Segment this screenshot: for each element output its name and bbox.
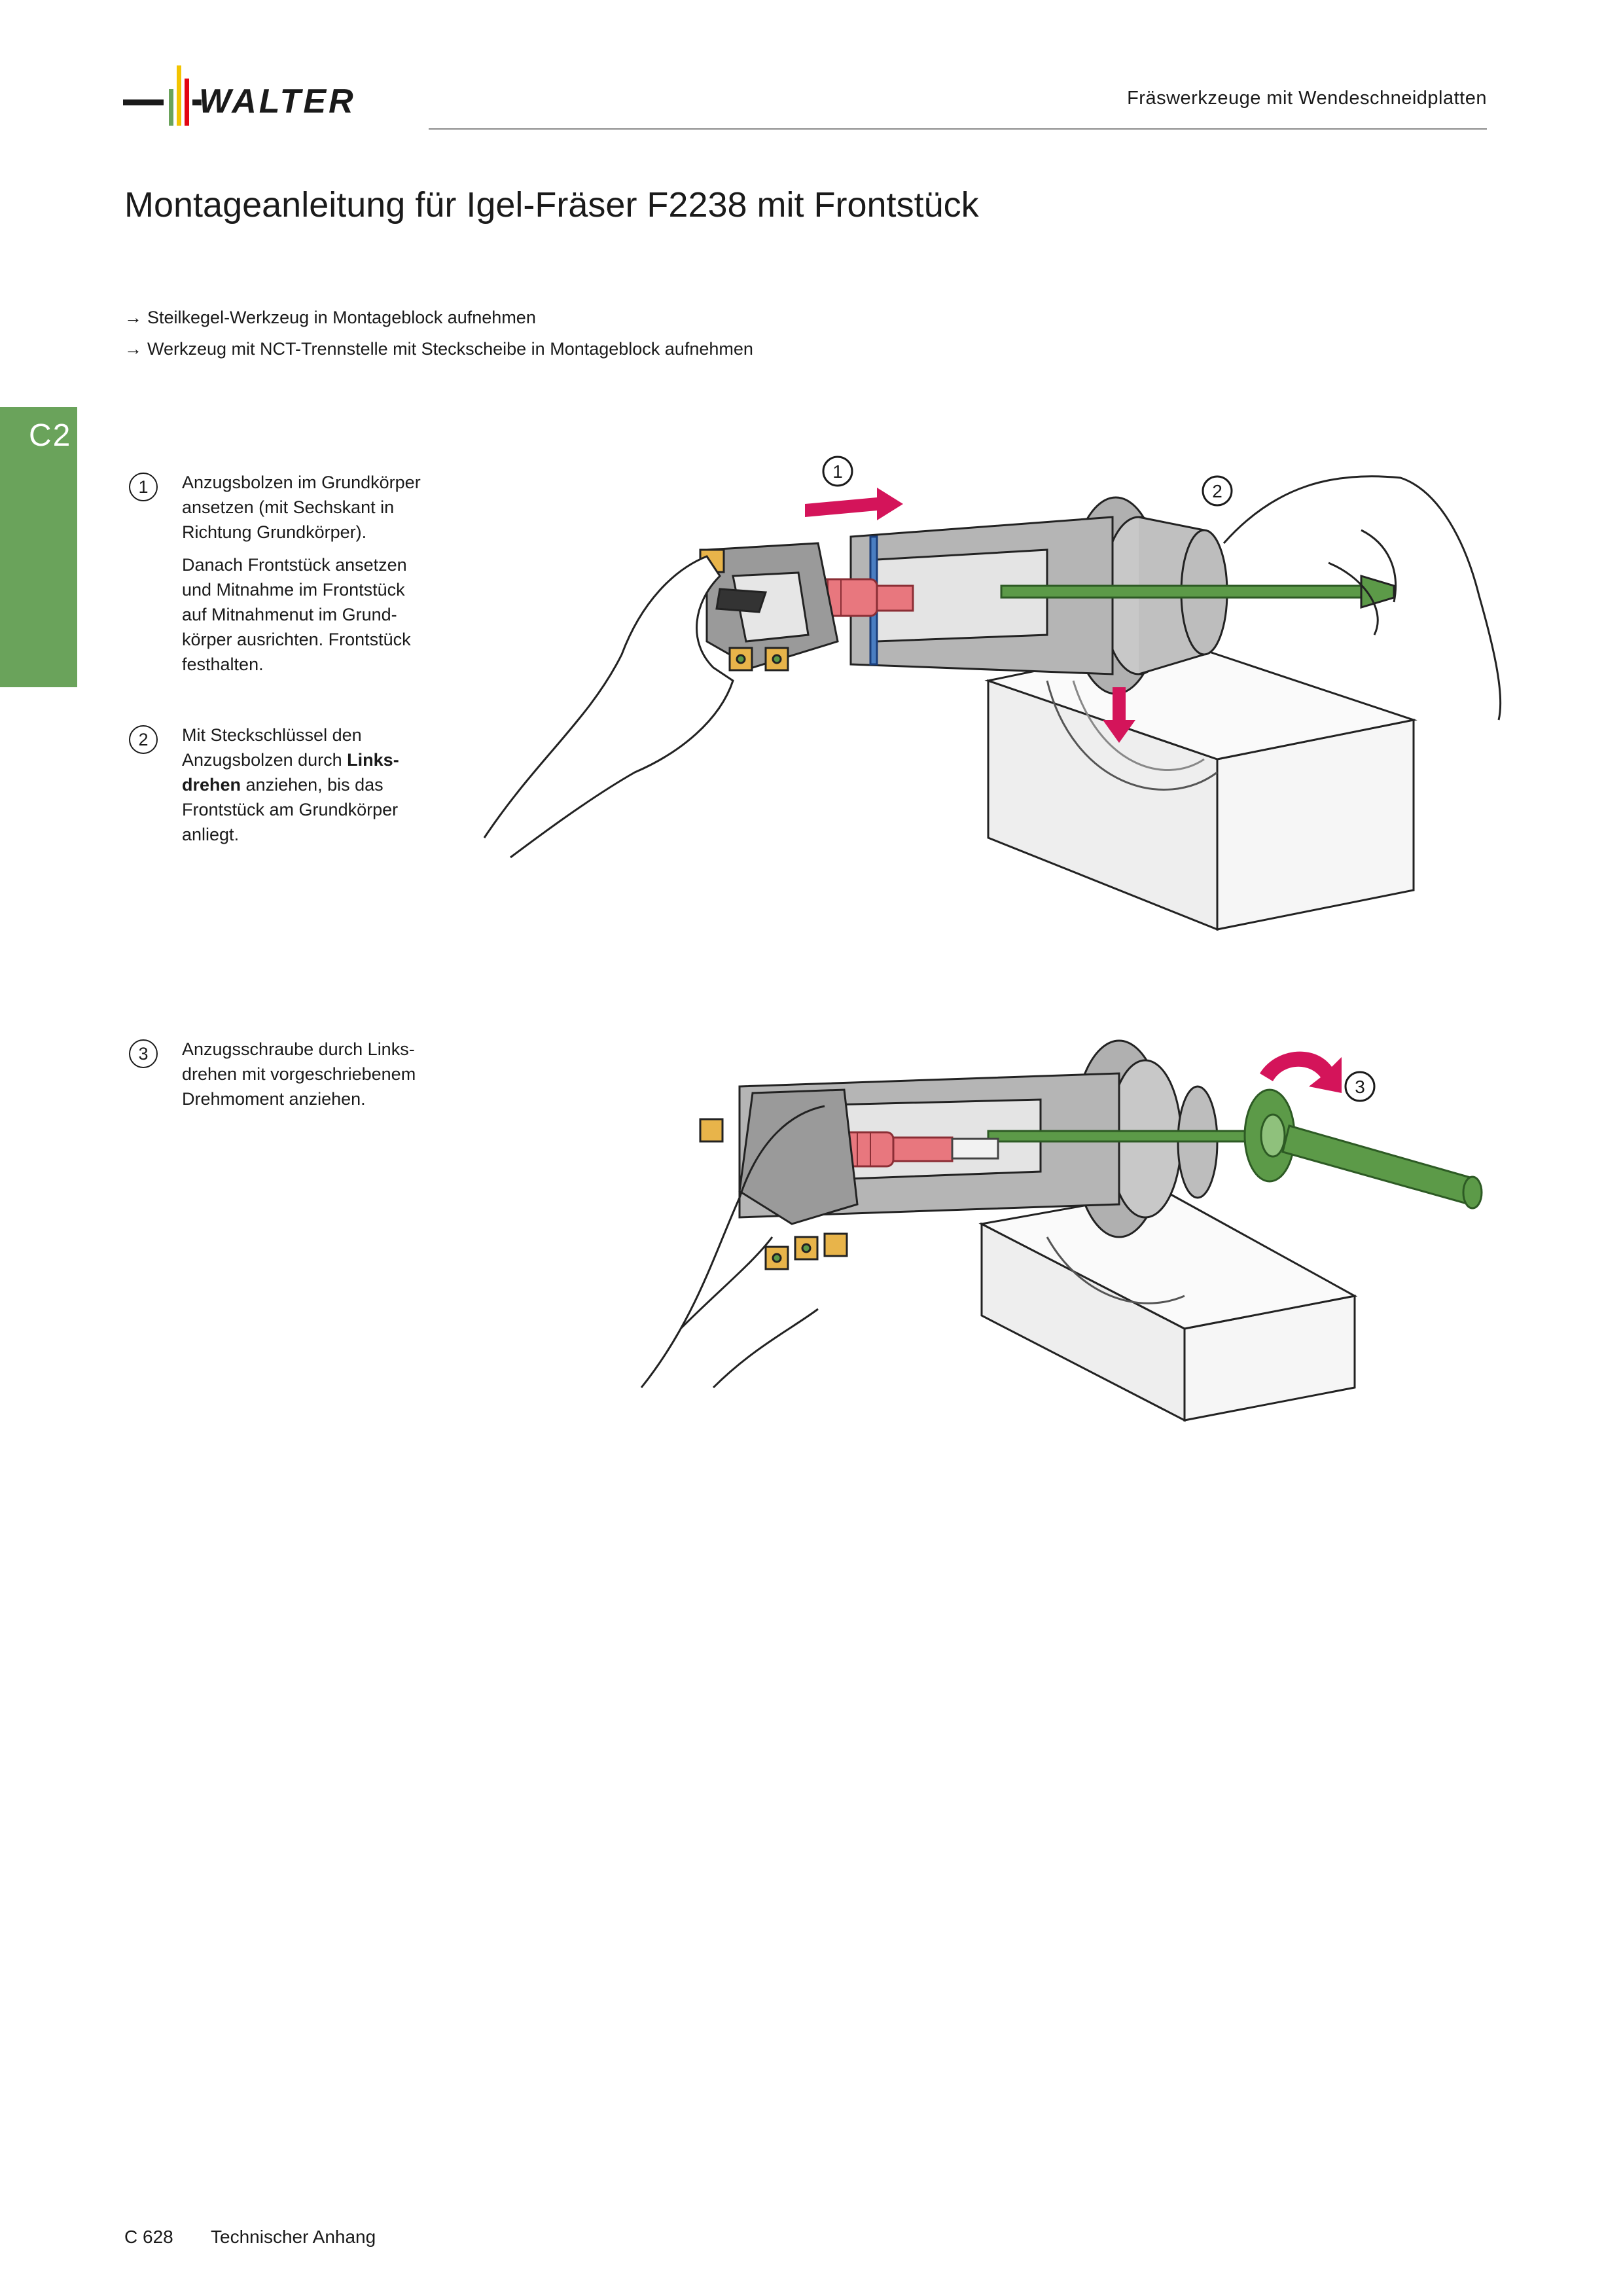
mounting-block [984,640,1418,931]
green-shaft [987,1130,1264,1143]
hand [640,1105,825,1389]
intro-link-label: Steilkegel-Werkzeug in Montageblock aufn… [147,308,536,327]
header-rule [429,128,1487,130]
arrow-right-icon: → [124,339,142,359]
step-2-text-before: Mit Steckschlüssel den Anzugsbolzen durc… [182,725,362,770]
step-1-number: 1 [129,473,158,501]
intro-link-label: Werkzeug mit NCT-Trennstelle mit Stecksc… [147,339,753,359]
step-3-number: 3 [129,1039,158,1068]
page-title: Montageanleitung für Igel-Fräser F2238 m… [124,185,979,224]
svg-text:3: 3 [1355,1077,1365,1097]
walter-logo: WALTER [123,65,356,126]
right-hand [1222,475,1502,721]
header-title: Fräswerkzeuge mit Wendeschneidplatten [1127,88,1487,109]
red-arrow-down-icon [1103,687,1135,743]
step-1-text: Anzugsbolzen im Grundkörper ansetzen (mi… [182,470,424,685]
green-shaft [1000,584,1369,599]
assembly-illustration-step-3: 3 [640,1039,1483,1422]
footer-page-number: C 628 [124,2227,173,2247]
red-arrow-right-icon [805,488,903,520]
svg-text:2: 2 [1212,481,1222,501]
footer-section-title: Technischer Anhang [211,2227,376,2247]
step-1-paragraph-2: Danach Frontstück ansetzen und Mitnahme … [182,555,411,674]
chapter-tab-label: C2 [29,418,72,453]
front-piece [699,1088,859,1270]
front-piece [699,542,839,672]
walter-logo-text: WALTER [199,82,356,120]
step-2-text-after: anziehen, bis das Frontstück am Grundkör… [182,775,399,844]
base-body [849,516,1114,675]
step-2-text-bold: Links­drehen [182,750,399,795]
callout-1: 1 [822,456,853,487]
svg-text:1: 1 [832,461,843,482]
intro-link-steilkegel[interactable]: → Steilkegel-Werkzeug in Montageblock auf… [124,308,536,328]
step-2-text: Mit Steckschlüssel den Anzugsbolzen durc… [182,723,424,847]
callout-3: 3 [1344,1071,1376,1102]
torque-wrench [1243,1088,1483,1210]
mounting-block [978,1190,1358,1422]
step-3-text: Anzugsschraube durch Links­drehen mit vo… [182,1039,416,1109]
step-1-paragraph-1: Anzugsbolzen im Grundkörper ansetzen (mi… [182,473,421,542]
rotate-arrow-icon [1260,1051,1342,1093]
assembly-illustration-steps-1-2: 1 2 [483,456,1502,931]
left-hand [483,555,734,859]
intro-link-nct[interactable]: →Werkzeug mit NCT-Trennstelle mit Stecks… [124,339,753,359]
step-2-number: 2 [129,725,158,754]
callout-2: 2 [1202,475,1233,507]
chapter-tab: C2 [0,407,77,687]
arrow-right-icon: → [124,308,142,327]
